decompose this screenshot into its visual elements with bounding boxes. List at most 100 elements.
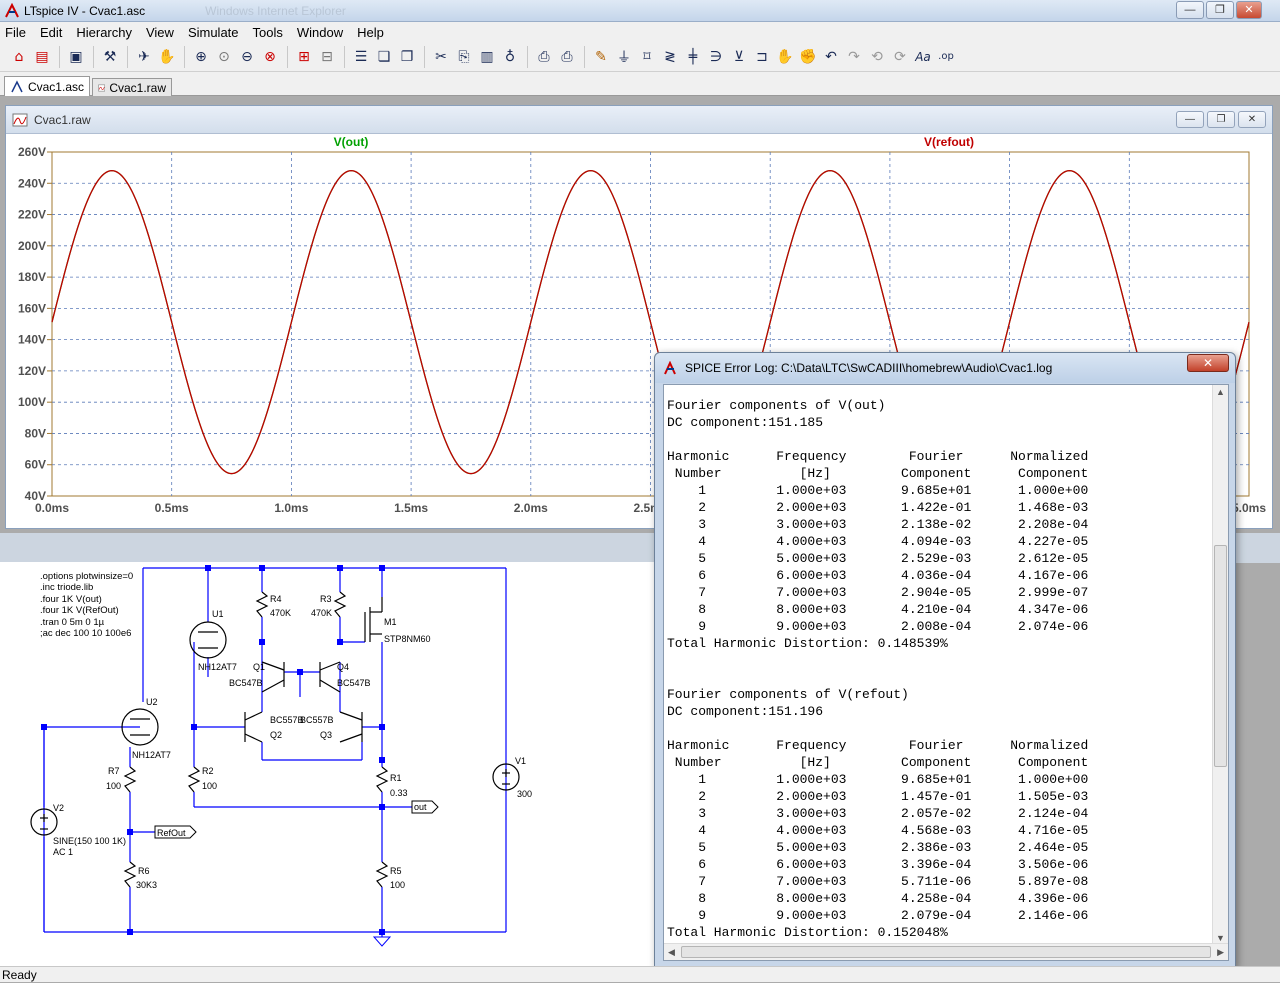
- menu-help[interactable]: Help: [357, 24, 384, 40]
- new-schematic-icon[interactable]: ▤: [35, 48, 49, 65]
- schematic-window[interactable]: .options plotwinsize=0 .inc triode.lib .…: [0, 562, 660, 966]
- autorange-icon[interactable]: ⊞: [298, 48, 310, 65]
- tab-cvac1-asc[interactable]: Cvac1.asc: [4, 76, 90, 96]
- net-label-refout: RefOut: [157, 828, 186, 838]
- find-icon[interactable]: ♁: [504, 48, 516, 65]
- menu-window[interactable]: Window: [296, 24, 344, 40]
- close-button[interactable]: ✕: [1236, 1, 1262, 19]
- component-icon[interactable]: ⊐: [756, 48, 768, 65]
- paste-icon[interactable]: ▥: [480, 48, 494, 65]
- ground-symbol: [372, 936, 392, 947]
- label-r4-value: 470K: [270, 608, 291, 618]
- log-line: 2 2.000e+03 1.457e-01 1.505e-03: [667, 789, 1089, 804]
- plot-maximize-button[interactable]: ❐: [1207, 111, 1235, 128]
- schematic-canvas[interactable]: .options plotwinsize=0 .inc triode.lib .…: [0, 562, 660, 966]
- move-icon[interactable]: ✋: [776, 48, 794, 65]
- zoom-in-icon[interactable]: ⊕: [195, 48, 207, 65]
- resistor-icon[interactable]: ≷: [664, 48, 676, 65]
- zoom-out-icon[interactable]: ⊖: [241, 48, 253, 65]
- undo-icon[interactable]: ↶: [825, 48, 837, 65]
- label-r7-value: 100: [106, 781, 121, 791]
- tile-horizontal-icon[interactable]: ☰: [354, 48, 368, 65]
- series-trace-vrefout: [51, 170, 1250, 475]
- log-vertical-scrollbar[interactable]: ▲ ▼: [1212, 385, 1228, 945]
- log-line: 6 6.000e+03 3.396e-04 3.506e-06: [667, 857, 1089, 872]
- ground-icon[interactable]: ⏚: [617, 49, 631, 66]
- log-horizontal-scroll-thumb[interactable]: [681, 946, 1211, 958]
- plot-minimize-button[interactable]: —: [1176, 111, 1204, 128]
- maximize-button[interactable]: ❐: [1206, 1, 1234, 19]
- scroll-down-icon[interactable]: ▼: [1216, 933, 1225, 943]
- menu-simulate[interactable]: Simulate: [187, 24, 239, 40]
- mirror-icon[interactable]: ⟳: [894, 48, 906, 65]
- run-icon[interactable]: ✈: [138, 48, 150, 65]
- log-line: DC component:151.185: [667, 415, 824, 430]
- capacitor-icon[interactable]: ╪: [688, 48, 698, 65]
- save-icon[interactable]: ▣: [69, 48, 83, 65]
- draw-wire-icon[interactable]: ✎: [595, 48, 607, 65]
- menu-view[interactable]: View: [145, 24, 174, 40]
- log-line: [667, 431, 1211, 448]
- label-r1: R1: [390, 773, 402, 783]
- plot-window-titlebar[interactable]: Cvac1.raw — ❐ ✕: [6, 106, 1272, 134]
- directive-line: ;ac dec 100 10 100e6: [40, 628, 131, 639]
- toolbar: ⌂ ▤ ▣ ⚒ ✈ ✋ ⊕ ⊙ ⊖ ⊗ ⊞ ⊟ ☰ ❏ ❐ ✂ ⎘ ▥ ♁ ⎙ …: [0, 42, 1280, 72]
- directive-line: .four 1K V(RefOut): [40, 605, 119, 616]
- y-tick-label: 180V: [18, 270, 46, 284]
- spice-error-log-window[interactable]: SPICE Error Log: C:\Data\LTC\SwCADIII\ho…: [654, 352, 1236, 968]
- rotate-icon[interactable]: ⟲: [871, 48, 883, 65]
- scroll-left-icon[interactable]: ◀: [668, 947, 675, 957]
- log-horizontal-scrollbar[interactable]: ◀ ▶: [664, 943, 1228, 960]
- label-r2: R2: [202, 766, 214, 776]
- log-vertical-scroll-thumb[interactable]: [1214, 545, 1227, 767]
- log-window-titlebar[interactable]: SPICE Error Log: C:\Data\LTC\SwCADIII\ho…: [655, 353, 1235, 383]
- plot-close-button[interactable]: ✕: [1238, 111, 1266, 128]
- log-line: Fourier components of V(refout): [667, 687, 909, 702]
- bjt-symbols: [244, 661, 363, 743]
- menu-file[interactable]: File: [5, 24, 26, 40]
- print-icon[interactable]: ⎙: [561, 48, 573, 65]
- zoom-fit-icon[interactable]: ⊗: [264, 48, 276, 65]
- toolbar-separator: [184, 45, 185, 68]
- diode-icon[interactable]: ⊻: [733, 48, 745, 65]
- plot-window-controls: — ❐ ✕: [1173, 111, 1266, 128]
- drag-icon[interactable]: ✊: [799, 48, 817, 65]
- inductor-icon[interactable]: ∋: [709, 48, 723, 65]
- cascade-icon[interactable]: ❐: [400, 48, 414, 65]
- print-setup-icon[interactable]: ⎙: [538, 48, 550, 65]
- label-u1: U1: [212, 609, 224, 619]
- text-icon[interactable]: Aa: [915, 49, 931, 64]
- spice-directives[interactable]: .options plotwinsize=0 .inc triode.lib .…: [40, 571, 133, 639]
- menu-tools[interactable]: Tools: [252, 24, 283, 40]
- cut-icon[interactable]: ✂: [435, 48, 447, 65]
- scroll-up-icon[interactable]: ▲: [1216, 387, 1225, 397]
- ltspice-logo-icon: [5, 2, 19, 17]
- label-v2-value: SINE(150 100 1K): [53, 836, 126, 846]
- log-line: DC component:151.196: [667, 704, 824, 719]
- minimize-button[interactable]: —: [1176, 1, 1204, 19]
- zoom-area-icon[interactable]: ⊙: [218, 48, 230, 65]
- net-label-out: out: [414, 802, 427, 812]
- control-panel-icon[interactable]: ⚒: [103, 48, 117, 65]
- window-controls: — ❐ ✕: [1174, 1, 1262, 19]
- tile-vertical-icon[interactable]: ❏: [377, 48, 391, 65]
- label-net-icon[interactable]: ⌑: [643, 48, 651, 65]
- log-line: [667, 652, 1211, 669]
- menu-hierarchy[interactable]: Hierarchy: [76, 24, 132, 40]
- label-q3: Q3: [320, 730, 332, 740]
- toolbar-separator: [424, 45, 425, 68]
- scroll-right-icon[interactable]: ▶: [1217, 947, 1224, 957]
- tab-cvac1-raw[interactable]: Cvac1.raw: [92, 78, 172, 96]
- redo-icon[interactable]: ↷: [848, 48, 860, 65]
- log-content[interactable]: Fourier components of V(out)DC component…: [663, 384, 1229, 961]
- grid-icon[interactable]: ⊟: [321, 48, 333, 65]
- open-icon[interactable]: ⌂: [14, 48, 24, 65]
- spice-directive-icon[interactable]: .op: [938, 51, 954, 62]
- pan-icon[interactable]: ✋: [158, 48, 176, 65]
- log-close-button[interactable]: ✕: [1187, 354, 1229, 372]
- label-r6-value: 30K3: [136, 880, 157, 890]
- status-bar: Ready: [0, 966, 1280, 982]
- menu-edit[interactable]: Edit: [39, 24, 63, 40]
- copy-icon[interactable]: ⎘: [458, 48, 470, 65]
